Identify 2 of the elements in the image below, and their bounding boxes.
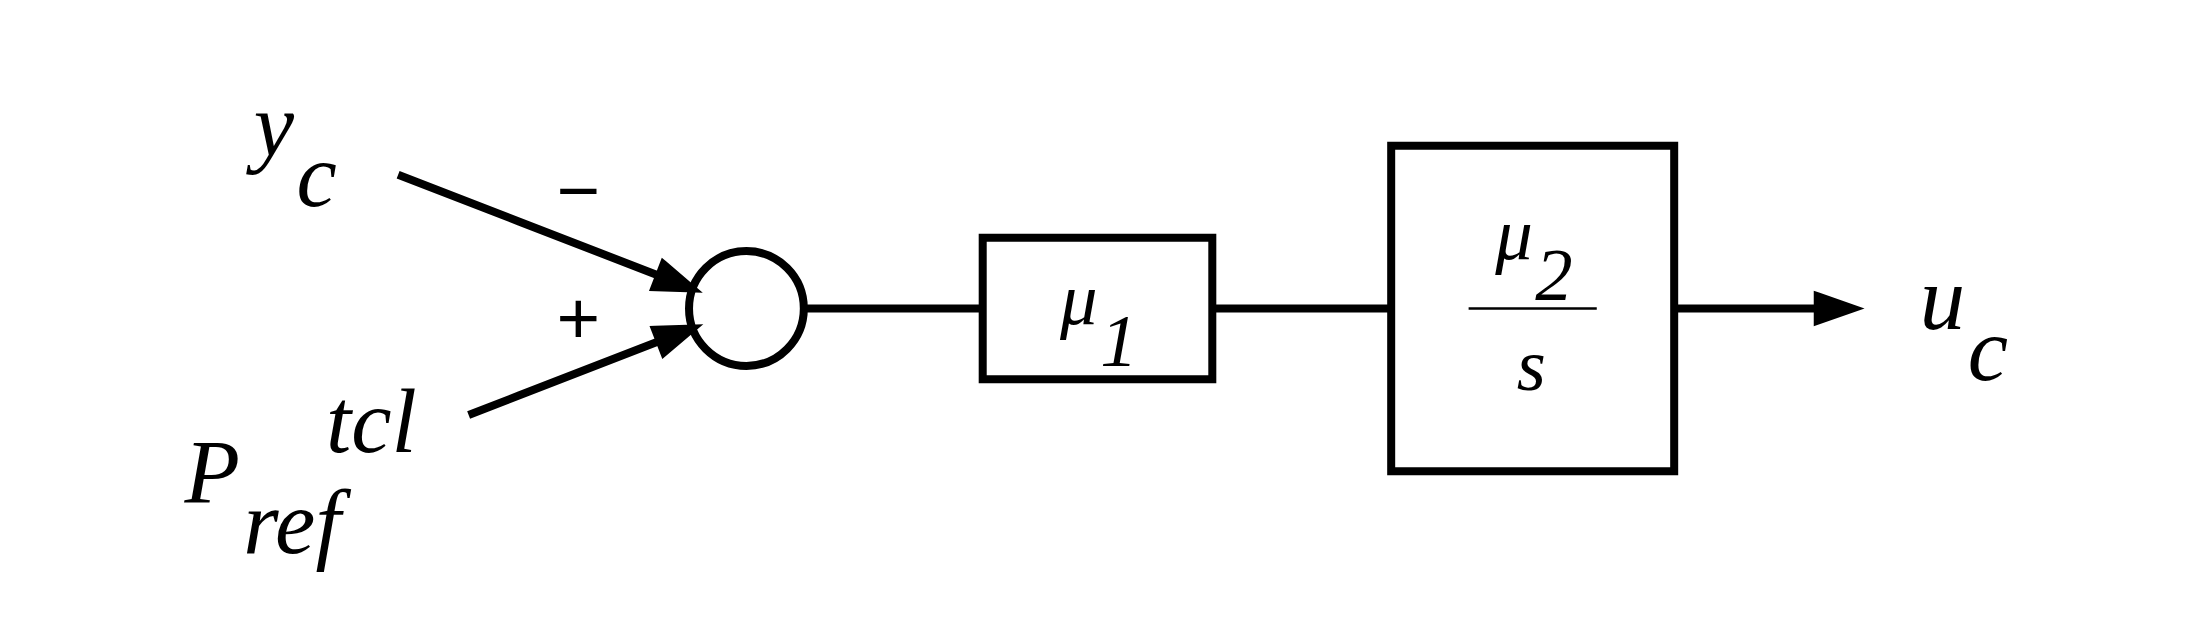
edge-label: + <box>556 276 601 361</box>
edge-label: − <box>556 148 601 233</box>
